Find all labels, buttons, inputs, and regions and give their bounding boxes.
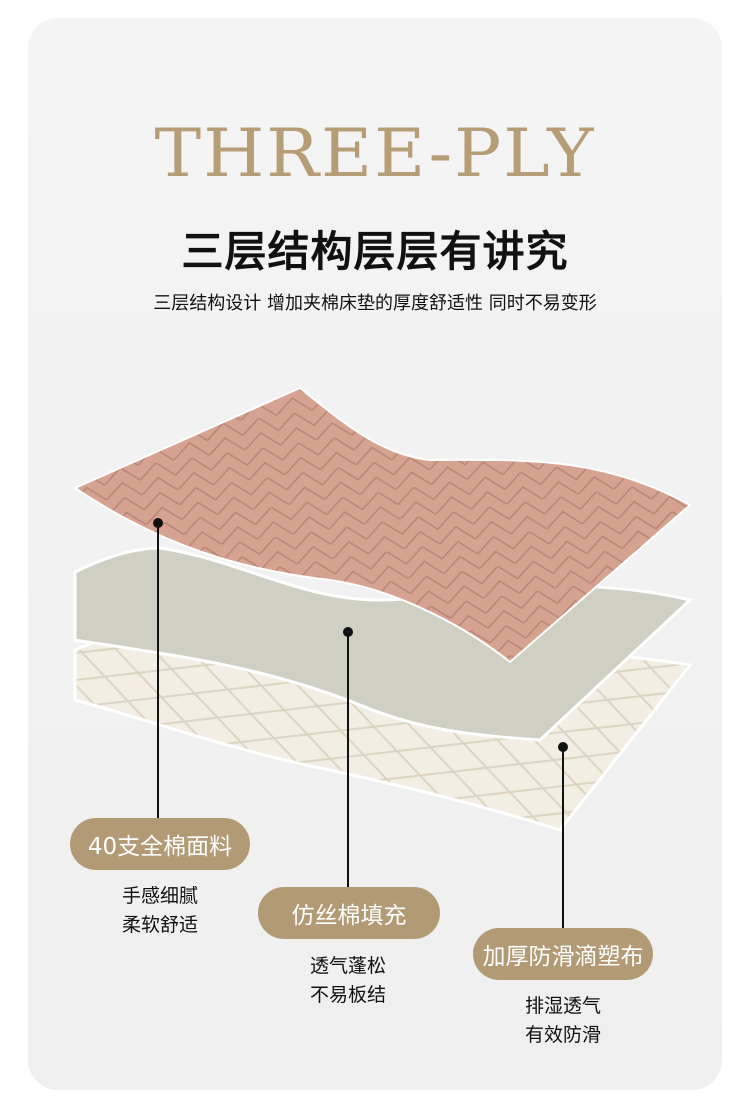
desc-line: 透气蓬松 <box>309 955 386 977</box>
callout-dot-1 <box>153 518 163 528</box>
desc-line: 排湿透气 <box>524 995 601 1017</box>
layer-desc-filling: 透气蓬松 不易板结 <box>258 952 438 1010</box>
desc-line: 有效防滑 <box>524 1024 601 1046</box>
subtitle: 三层结构设计 增加夹棉床垫的厚度舒适性 同时不易变形 <box>153 293 597 314</box>
layer-label-cotton: 40支全棉面料 <box>70 818 250 870</box>
page-title: 三层结构层层有讲究 <box>181 227 569 276</box>
layer-desc-cotton: 手感细腻 柔软舒适 <box>70 882 250 940</box>
layer-desc-anti-slip: 排湿透气 有效防滑 <box>473 992 653 1050</box>
callout-dot-2 <box>343 627 353 637</box>
title-english: THREE-PLY <box>154 114 596 192</box>
top-layer-cotton <box>72 386 692 664</box>
desc-line: 柔软舒适 <box>121 914 198 936</box>
desc-line: 手感细腻 <box>121 885 198 907</box>
desc-line: 不易板结 <box>309 984 386 1006</box>
layer-label-filling: 仿丝棉填充 <box>258 887 440 939</box>
layer-label-anti-slip: 加厚防滑滴塑布 <box>473 928 653 980</box>
callout-dot-3 <box>558 742 568 752</box>
